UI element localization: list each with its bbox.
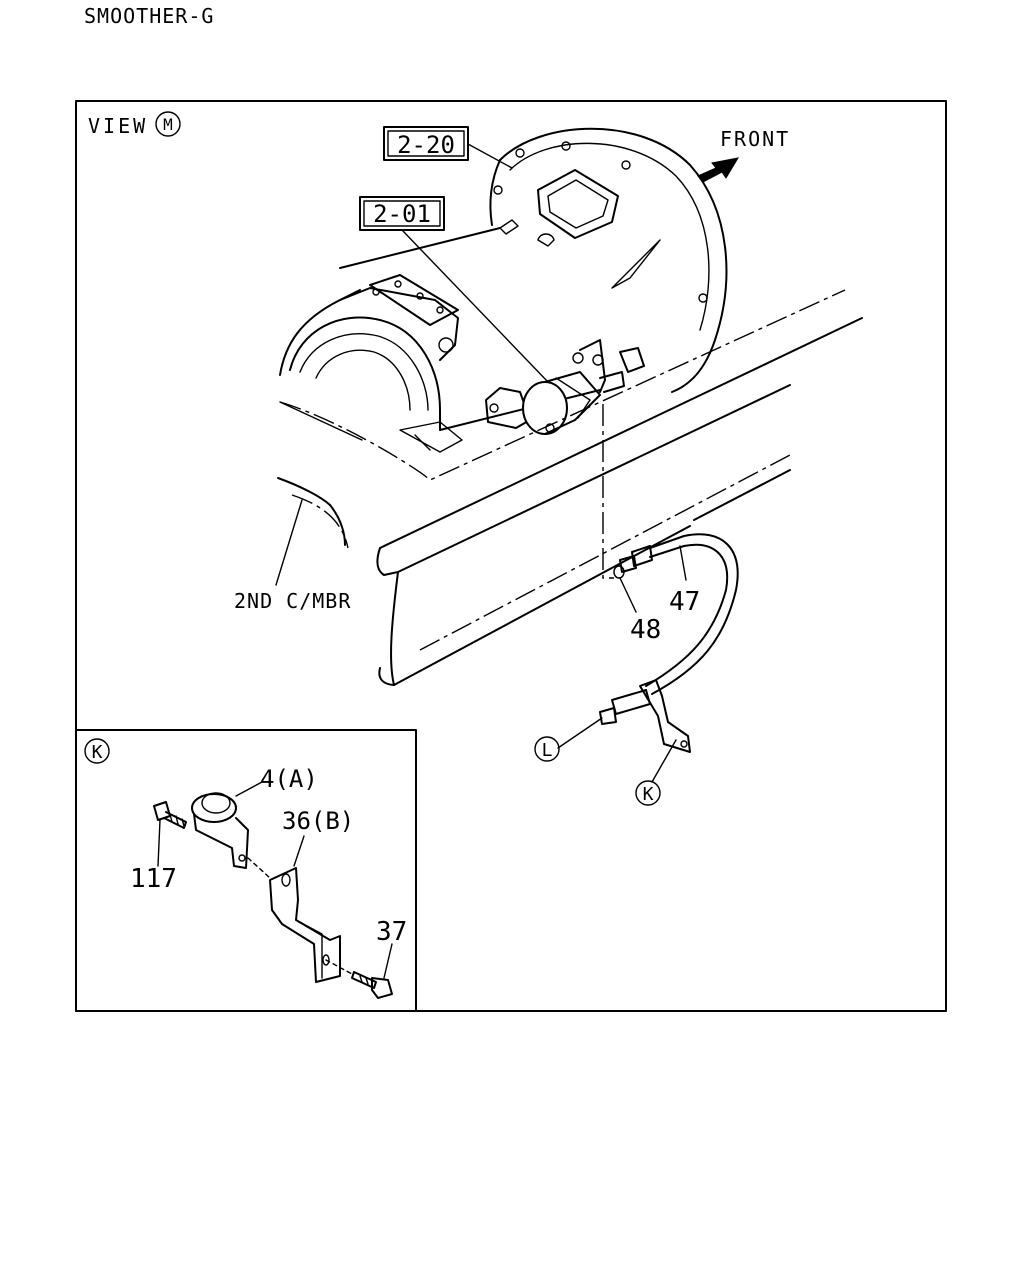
callout-48: 48 bbox=[630, 615, 661, 645]
callout-37: 37 bbox=[376, 917, 407, 947]
callout-L: L bbox=[542, 740, 553, 761]
leader-cross-member bbox=[275, 499, 303, 586]
transmission-body bbox=[279, 227, 606, 453]
ref-box-2-20: 2-20 bbox=[383, 126, 469, 161]
bracket-36B bbox=[269, 867, 341, 983]
leader-2-20 bbox=[467, 143, 513, 169]
detail-align-line-2 bbox=[325, 959, 353, 975]
leader-37 bbox=[383, 943, 393, 979]
view-marker-circle bbox=[155, 111, 181, 137]
callout-K: K bbox=[643, 784, 654, 805]
clip-part bbox=[191, 792, 249, 869]
detail-frame bbox=[75, 729, 417, 1012]
callout-4A: 4(A) bbox=[260, 765, 318, 793]
detail-marker-letter: K bbox=[92, 742, 103, 763]
page-title: SMOOTHER-G bbox=[84, 4, 215, 28]
frame-rail bbox=[279, 289, 863, 686]
front-arrow-icon bbox=[697, 157, 740, 183]
main-frame bbox=[75, 100, 947, 1012]
leader-2-01 bbox=[401, 229, 549, 383]
callout-L-circle bbox=[534, 736, 560, 762]
detail-marker-circle bbox=[84, 738, 110, 764]
callout-K-circle bbox=[635, 780, 661, 806]
svg-text:2-01: 2-01 bbox=[373, 200, 431, 228]
callout-47: 47 bbox=[669, 587, 700, 617]
leader-4A bbox=[235, 781, 263, 797]
leader-K bbox=[651, 739, 677, 783]
leader-117 bbox=[157, 819, 161, 867]
view-marker-letter: M bbox=[163, 115, 173, 134]
callout-117: 117 bbox=[130, 864, 177, 894]
clutch-actuator bbox=[485, 347, 645, 435]
bolt-37 bbox=[351, 971, 393, 999]
transmission-flange bbox=[489, 127, 728, 393]
ref-box-2-01: 2-01 bbox=[359, 196, 445, 231]
flex-hose bbox=[599, 533, 739, 753]
second-cross-member bbox=[277, 477, 349, 549]
leader-L bbox=[557, 717, 603, 749]
leader-36B bbox=[293, 835, 305, 867]
cross-member-label: 2ND C/MBR bbox=[234, 589, 351, 613]
view-label: VIEW bbox=[88, 114, 148, 138]
front-label: FRONT bbox=[720, 127, 790, 151]
detail-align-line bbox=[247, 857, 271, 879]
connection-line bbox=[602, 404, 614, 579]
svg-text:2-20: 2-20 bbox=[397, 131, 455, 159]
bolt-117 bbox=[153, 801, 187, 829]
leader-48 bbox=[619, 577, 637, 613]
callout-36B: 36(B) bbox=[282, 807, 354, 835]
leader-47 bbox=[679, 545, 687, 581]
